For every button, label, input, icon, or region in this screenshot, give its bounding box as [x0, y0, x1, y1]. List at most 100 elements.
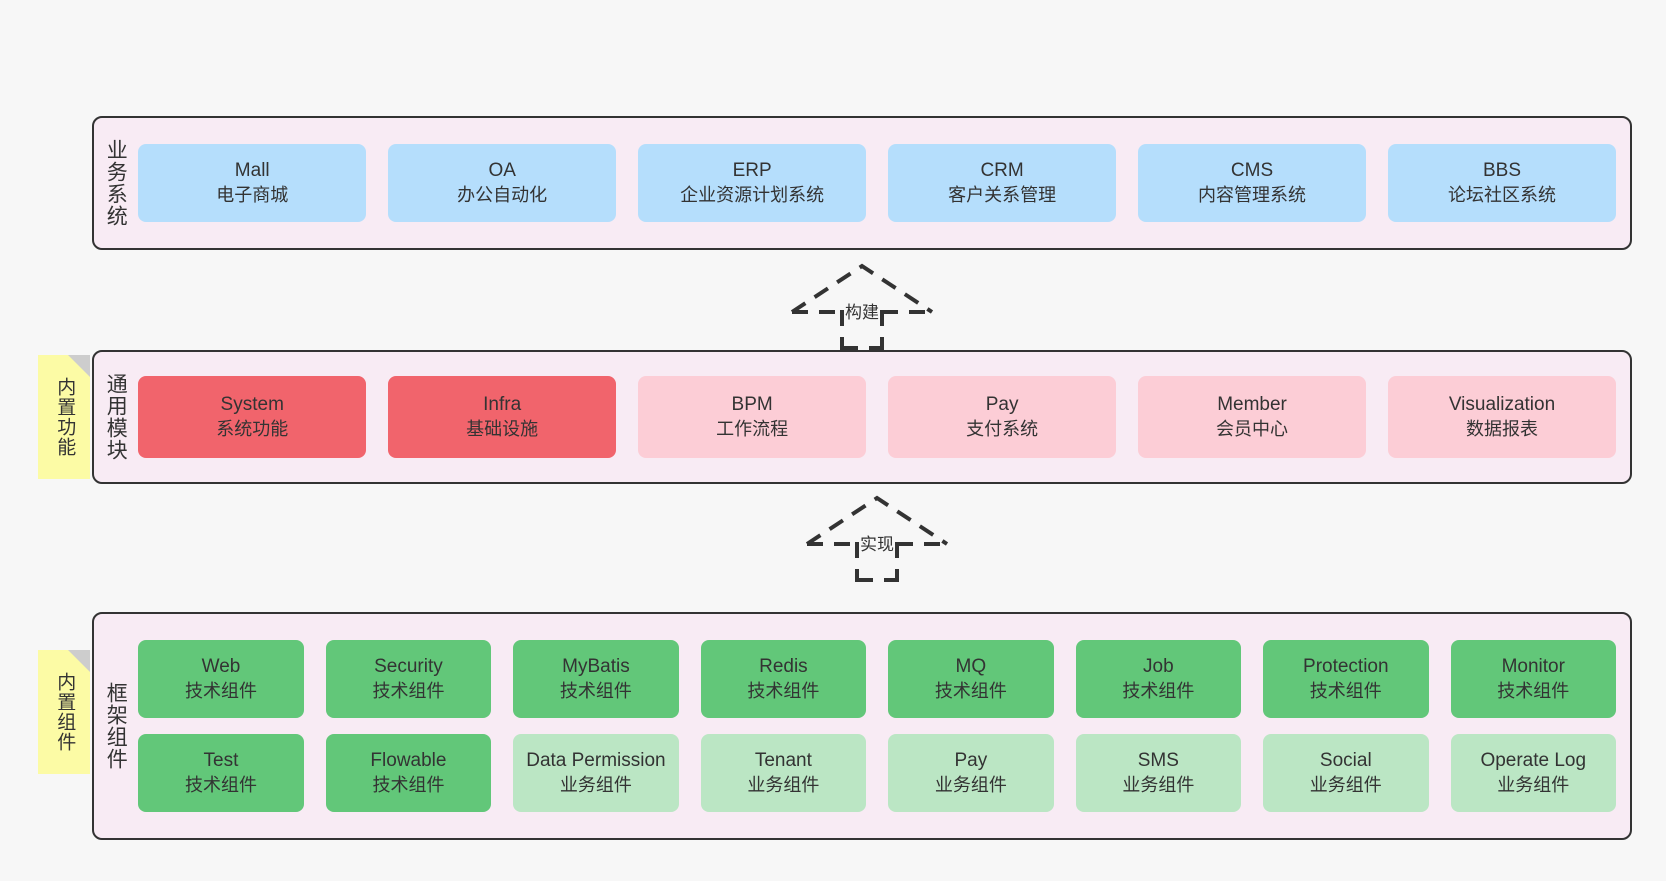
framework-component-card-title: MQ: [955, 656, 987, 678]
business-system-card-title: CMS: [1230, 160, 1274, 182]
framework-component-card-subtitle: 技术组件: [747, 680, 820, 701]
framework-component-card-subtitle: 技术组件: [184, 680, 257, 701]
framework-component-card-subtitle: 业务组件: [747, 774, 820, 795]
business-system-card-subtitle: 论坛社区系统: [1447, 184, 1556, 205]
business-system-card-subtitle: 客户关系管理: [948, 184, 1057, 205]
sticky-fold-corner-icon: [68, 355, 90, 377]
framework-component-card-title: Pay: [954, 750, 988, 772]
business-system-card-title: CRM: [980, 160, 1024, 182]
common-module-card-subtitle: 支付系统: [966, 418, 1039, 439]
framework-component-card-title: Social: [1319, 750, 1372, 772]
framework-component-card-subtitle: 业务组件: [1309, 774, 1382, 795]
common-module-card-subtitle: 系统功能: [216, 418, 289, 439]
dashed-hollow-up-arrow-icon: [790, 263, 934, 350]
common-module-card-subtitle: 数据报表: [1465, 418, 1538, 439]
framework-component-card-subtitle: 技术组件: [184, 774, 257, 795]
framework-component-card-subtitle: 技术组件: [1497, 680, 1570, 701]
business-system-card-subtitle: 办公自动化: [457, 184, 548, 205]
framework-component-card-subtitle: 业务组件: [934, 774, 1007, 795]
framework-component-card-title: Redis: [759, 656, 808, 678]
framework-component-card-title: Data Permission: [526, 750, 666, 772]
build-relation-arrow: 构建: [782, 258, 942, 350]
framework-component-card-subtitle: 技术组件: [372, 774, 445, 795]
framework-component-card-title: Web: [201, 656, 241, 678]
common-module-card-title: Pay: [985, 394, 1019, 416]
framework-component-card-title: Job: [1143, 656, 1174, 678]
common-module-card-title: Visualization: [1448, 394, 1556, 416]
business-system-card-subtitle: 电子商城: [216, 184, 289, 205]
framework-component-card-subtitle: 业务组件: [1122, 774, 1195, 795]
framework-component-card-subtitle: 技术组件: [1309, 680, 1382, 701]
builtin-component-sticky-label: 内置组件: [54, 672, 76, 752]
business-system-card-title: BBS: [1482, 160, 1521, 182]
common-module-card-title: BPM: [731, 394, 773, 416]
common-module-card-title: Infra: [483, 394, 522, 416]
business-system-card-title: OA: [488, 160, 516, 182]
builtin-function-sticky-label: 内置功能: [54, 377, 76, 457]
common-module-card-title: Member: [1217, 394, 1287, 416]
framework-component-card-subtitle: 技术组件: [372, 680, 445, 701]
framework-layer-label: 框架组件: [104, 682, 128, 770]
framework-component-card-subtitle: 技术组件: [1122, 680, 1195, 701]
framework-component-card-subtitle: 技术组件: [934, 680, 1007, 701]
common-module-card-subtitle: 工作流程: [716, 418, 789, 439]
framework-component-card-title: Operate Log: [1480, 750, 1587, 772]
sticky-fold-corner-icon: [68, 650, 90, 672]
framework-component-card-title: Tenant: [754, 750, 812, 772]
common-module-card-title: System: [220, 394, 284, 416]
business-system-card-title: ERP: [732, 160, 772, 182]
framework-component-card-title: Flowable: [370, 750, 447, 772]
module-layer-label: 通用模块: [104, 373, 128, 461]
build-relation-label: 构建: [845, 303, 879, 322]
framework-component-card-title: Security: [374, 656, 443, 678]
framework-component-card-title: Protection: [1303, 656, 1389, 678]
framework-component-card-subtitle: 技术组件: [559, 680, 632, 701]
business-system-card-subtitle: 企业资源计划系统: [680, 184, 825, 205]
business-system-card-subtitle: 内容管理系统: [1198, 184, 1307, 205]
common-module-card-subtitle: 基础设施: [466, 418, 539, 439]
framework-component-card-title: MyBatis: [562, 656, 630, 678]
builtin-component-sticky-note: 内置组件: [38, 650, 90, 774]
implement-relation-arrow: 实现: [797, 490, 957, 582]
framework-component-card-title: Test: [203, 750, 239, 772]
framework-component-card-subtitle: 业务组件: [1497, 774, 1570, 795]
dashed-hollow-up-arrow-icon: [805, 495, 949, 582]
